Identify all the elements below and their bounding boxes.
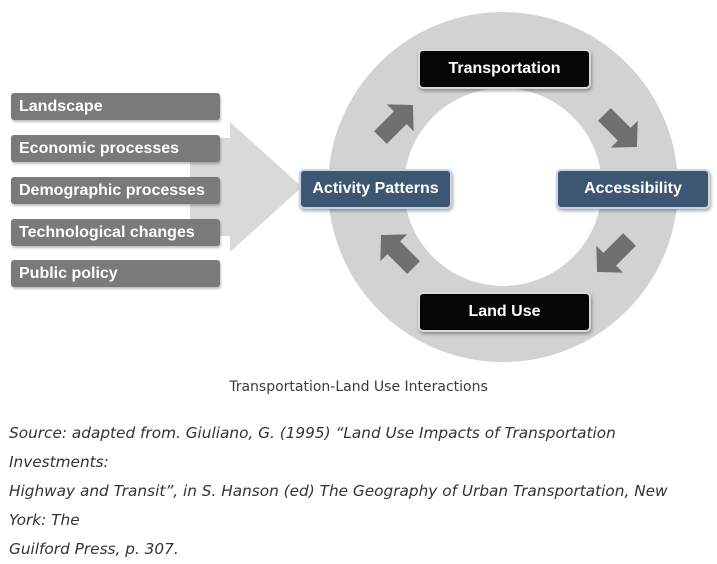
source-citation: Source: adapted from. Giuliano, G. (1995… [9, 419, 709, 564]
transport-land-use-diagram: Landscape Economic processes Demographic… [11, 12, 710, 362]
node-accessibility: Accessibility [556, 169, 710, 209]
node-transportation: Transportation [418, 49, 591, 89]
factor-public-policy: Public policy [11, 260, 220, 287]
arrow-activity-to-transport [374, 104, 414, 144]
arrow-landuse-to-activity [380, 234, 420, 274]
source-line-1: Source: adapted from. Giuliano, G. (1995… [9, 424, 616, 471]
source-line-3: Guilford Press, p. 307. [9, 540, 179, 558]
source-line-2: Highway and Transit”, in S. Hanson (ed) … [9, 482, 668, 529]
node-activity-patterns: Activity Patterns [299, 169, 452, 209]
arrow-transport-to-accessibility [598, 108, 638, 148]
factor-demographic-processes: Demographic processes [11, 177, 220, 204]
arrow-accessibility-to-landuse [596, 233, 636, 273]
factor-economic-processes: Economic processes [11, 135, 220, 162]
figure-caption: Transportation-Land Use Interactions [229, 379, 488, 395]
factor-landscape: Landscape [11, 93, 220, 120]
factor-technological-changes: Technological changes [11, 219, 220, 246]
node-land-use: Land Use [418, 292, 591, 332]
